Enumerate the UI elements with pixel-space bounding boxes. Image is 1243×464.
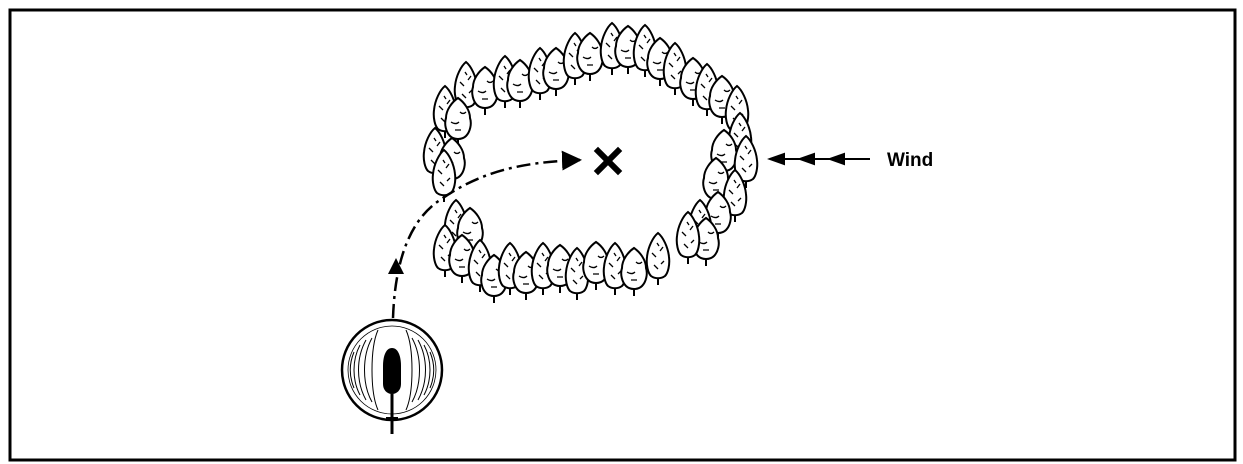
tree-ring (422, 22, 759, 304)
wind-arrows (767, 152, 870, 166)
diagram-frame (8, 8, 1237, 462)
arrow-left-icon (827, 152, 845, 166)
arrow-left-icon (767, 152, 785, 166)
tree-icon (645, 232, 671, 286)
arrow-left-icon (797, 152, 815, 166)
x-mark-icon (593, 146, 623, 176)
wind-label: Wind (887, 150, 933, 171)
tree-icon (620, 247, 648, 297)
helicopter-icon (340, 318, 444, 434)
path-arrow-icon (388, 258, 404, 274)
